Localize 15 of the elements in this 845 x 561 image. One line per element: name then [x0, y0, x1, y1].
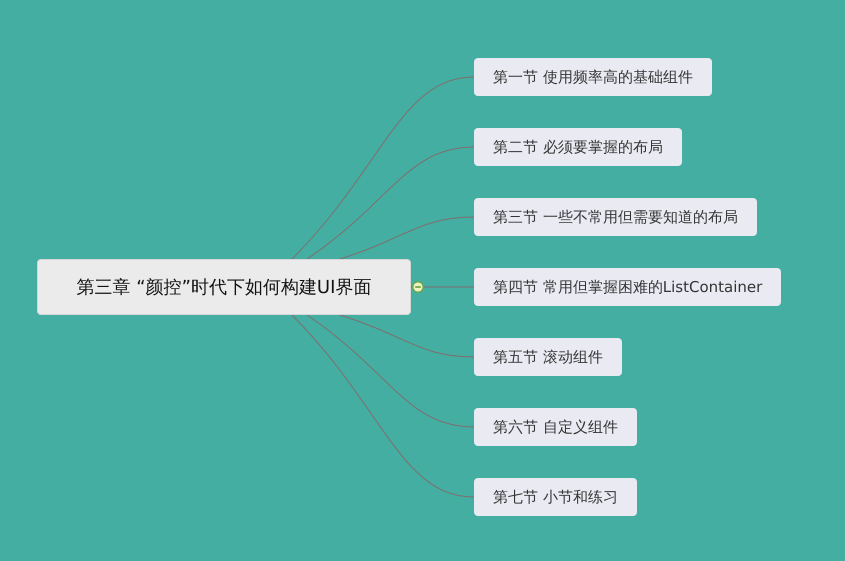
connector-line [292, 314, 474, 498]
subtopic-box: 第二节 必须要掌握的布局 [474, 128, 682, 166]
connector-line [410, 286, 474, 288]
connector-line [306, 146, 474, 260]
subtopic-box: 第三节 一些不常用但需要知道的布局 [474, 198, 757, 236]
subtopic-box: 第七节 小节和练习 [474, 478, 637, 516]
connector-line [292, 76, 474, 260]
connector-line [306, 314, 474, 428]
subtopic-box: 第五节 滚动组件 [474, 338, 622, 376]
connector-line [340, 216, 474, 260]
topic-box: 第三章 “颜控”时代下如何构建UI界面 [37, 259, 411, 315]
subtopic-box: 第一节 使用频率高的基础组件 [474, 58, 712, 96]
subtopic-box: 第六节 自定义组件 [474, 408, 637, 446]
connector-line [340, 314, 474, 358]
subtopic-box: 第四节 常用但掌握困难的ListContainer [474, 268, 782, 306]
